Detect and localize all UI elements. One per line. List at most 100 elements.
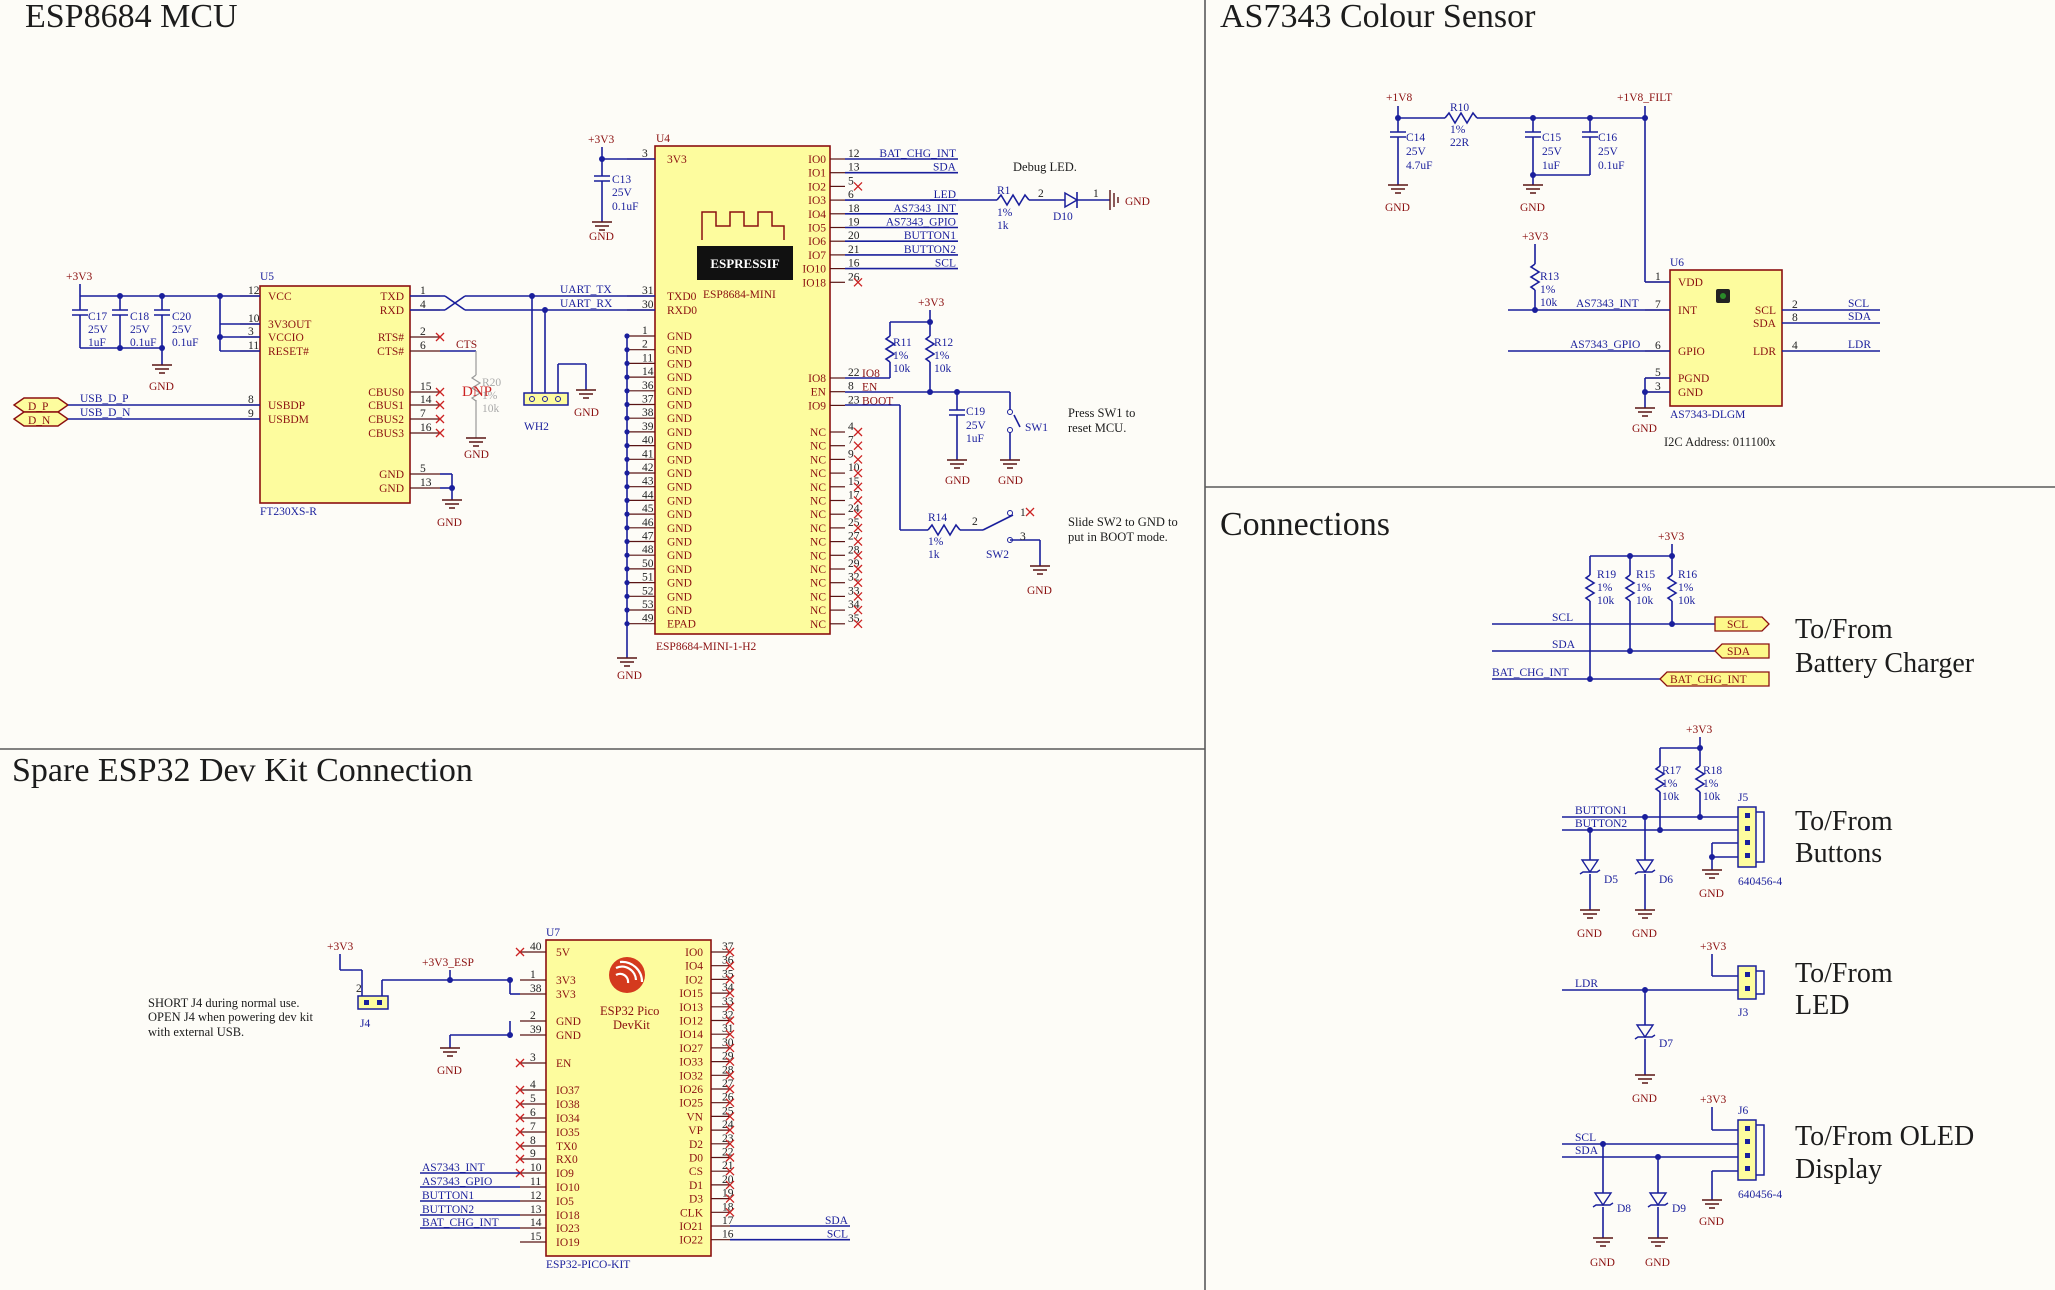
d10-led-icon [1064,191,1079,209]
port-sda[interactable]: SDA [1714,643,1770,659]
u5-pin-num: 11 [248,340,259,352]
j5-part: 640456-4 [1738,876,1782,888]
c17-value: 1uF [88,337,106,349]
u4-pin-num: 32 [848,572,860,584]
u5-pin-name: RESET# [268,346,309,358]
u4-pin-name: EPAD [667,619,696,631]
u5-pin-num: 1 [420,285,426,297]
u5-pin-num: 2 [420,326,426,338]
gnd-label-d8: GND [1590,1257,1615,1269]
u7-pin-num: 27 [722,1078,734,1090]
net-as7343-gpio: AS7343_GPIO [1570,339,1640,351]
u7-pin-num: 10 [530,1162,542,1174]
header-buttons-line1: To/From [1795,806,1893,837]
port-bat-chg-int[interactable]: BAT_CHG_INT [1659,671,1770,687]
svg-text:2: 2 [356,983,362,995]
j6-connector[interactable]: J6 640456-4 [1737,1105,1782,1201]
no-connect-icon [515,1127,525,1137]
u4-pin-num: 23 [848,394,860,406]
title-as7343: AS7343 Colour Sensor [1220,0,1536,35]
u7-pin-name: IO38 [556,1099,580,1111]
u4-pin-name: NC [810,454,826,466]
title-connections: Connections [1220,506,1390,543]
u4-pin-name: GND [667,537,692,549]
u7-value-line1: ESP32 Pico [600,1004,659,1018]
u7-pin-num: 9 [530,1148,536,1160]
r20-ref: R20 [482,377,501,389]
u4-pin-name: GND [667,454,692,466]
r14-ref: R14 [928,512,947,524]
port-d-p[interactable]: D_P [12,397,70,413]
no-connect-icon [853,564,863,574]
note-sw1-line2: reset MCU. [1068,421,1126,435]
note-debug-led: Debug LED. [1013,160,1077,174]
u4-pin-num: 10 [848,462,860,474]
port-bat-label: BAT_CHG_INT [1670,674,1747,686]
gnd-label-u6: GND [1632,423,1657,435]
no-connect-icon [435,387,445,397]
gnd-label-d6: GND [1632,928,1657,940]
r18-ref: R18 [1703,765,1722,777]
espressif-chip-logo-icon [609,957,645,993]
u7-pin-name: CS [689,1166,703,1178]
u6-pin-num: 5 [1655,367,1661,379]
u7-pin-num: 11 [530,1176,541,1188]
net-3v3-en: +3V3 [918,297,945,309]
u7-net-label: BAT_CHG_INT [422,1217,499,1229]
u4-pin-name: GND [667,550,692,562]
u7-pin-num: 14 [530,1217,542,1229]
r1-value: 1k [997,220,1009,232]
u4-pin-num: 51 [642,572,654,584]
r1-tol: 1% [997,207,1013,219]
net-scl-bat: SCL [1552,612,1573,624]
u7-pin-num: 5 [530,1093,536,1105]
no-connect-icon [853,181,863,191]
sw2-ref: SW2 [986,549,1009,561]
u4-pin-num: 26 [848,271,860,283]
u5-pin-num: 6 [420,340,426,352]
u7-pin-name: IO35 [556,1127,580,1139]
u4-pin-name: IO1 [808,168,826,180]
u7-pin-num: 26 [722,1092,734,1104]
u4-pin-name: NC [810,509,826,521]
port-scl[interactable]: SCL [1714,616,1770,632]
u4-pin-name: GND [667,591,692,603]
espressif-logo [697,246,793,280]
net-ldr-u6: LDR [1848,339,1871,351]
u4-pin-name: GND [667,564,692,576]
j4-jumper[interactable]: J4 [357,995,389,1030]
u7-pin-name: VN [686,1111,703,1123]
u7-pin-name: VP [688,1125,703,1137]
u6-pin-num: 3 [1655,381,1661,393]
r19-ref: R19 [1597,569,1616,581]
u4-pin-name: NC [810,564,826,576]
u5-pin-name: GND [379,483,404,495]
c17-ref: C17 [88,311,107,323]
u7-pin-name: IO21 [679,1221,703,1233]
net-3v3-oled: +3V3 [1700,1094,1727,1106]
no-connect-icon [853,537,863,547]
c13-ref: C13 [612,174,631,186]
u5-pin-name: 3V3OUT [268,319,311,331]
j5-connector[interactable]: J5 640456-4 [1737,792,1782,888]
u7-pin-num: 30 [722,1037,734,1049]
net-scl-u6: SCL [1848,298,1869,310]
no-connect-icon [853,619,863,629]
port-d-n[interactable]: D_N [12,411,70,427]
u7-pin-num: 6 [530,1107,536,1119]
u7-ref: U7 [546,927,560,939]
u7-pin-name: IO26 [679,1084,703,1096]
net-3v3-buttons: +3V3 [1686,724,1713,736]
u5-pin-num: 5 [420,463,426,475]
r16-ref: R16 [1678,569,1697,581]
u5-pin-name: CTS# [377,346,404,358]
j3-connector[interactable]: J3 [1737,965,1765,1019]
no-connect-icon [725,974,735,984]
u4-pin-name: NC [810,468,826,480]
u7-pin-name: IO33 [679,1057,703,1069]
gnd-label-c14: GND [1385,202,1410,214]
u6-pin-name: SCL [1755,305,1776,317]
gnd-label-c13: GND [589,231,614,243]
